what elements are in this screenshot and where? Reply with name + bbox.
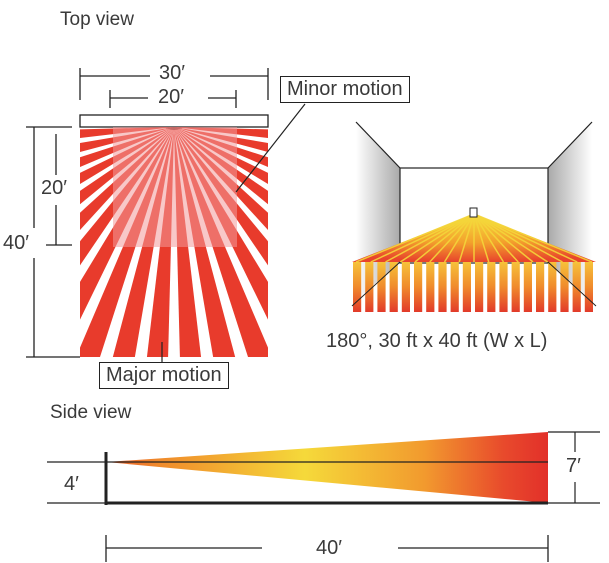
- fan-ray: [399, 213, 475, 263]
- detection-fin: [365, 262, 374, 312]
- fan-ray: [473, 213, 578, 263]
- detection-fin: [353, 262, 362, 312]
- top-width-outer-label: 30′: [159, 62, 185, 84]
- detection-fin: [401, 262, 410, 312]
- detection-fin: [584, 262, 593, 312]
- major-motion-label: Major motion: [99, 362, 229, 389]
- fan-ray: [429, 213, 475, 263]
- side-far-height-label: 7′: [566, 455, 581, 477]
- top-depth-outer-label: 40′: [3, 232, 29, 254]
- side-length-label: 40′: [316, 537, 342, 559]
- detection-fin: [487, 262, 496, 312]
- top-width-inner-label: 20′: [158, 86, 184, 108]
- detection-fin: [548, 262, 557, 312]
- room-view-drawing: [351, 121, 597, 312]
- fan-ray: [414, 213, 475, 263]
- fan-ray: [385, 213, 475, 263]
- fan-ray: [473, 213, 505, 263]
- fan-ray: [473, 213, 593, 263]
- top-depth-inner-label: 20′: [41, 177, 67, 199]
- fan-ray: [473, 213, 519, 263]
- fan-ray: [473, 213, 563, 263]
- side-view-title: Side view: [50, 402, 132, 423]
- fan-ray: [473, 213, 549, 263]
- detection-fin: [511, 262, 520, 312]
- detection-fin: [560, 262, 569, 312]
- detection-ray: [174, 127, 202, 357]
- fan-ray: [473, 213, 490, 263]
- fan-ray: [370, 213, 475, 263]
- top-view-drawing: [26, 68, 306, 362]
- detection-fin: [414, 262, 423, 312]
- detection-fin: [389, 262, 398, 312]
- fan-ray: [473, 213, 534, 263]
- detection-fin: [572, 262, 581, 312]
- detection-fin: [438, 262, 447, 312]
- room-view-caption: 180°, 30 ft x 40 ft (W x L): [326, 330, 548, 352]
- detection-fin: [426, 262, 435, 312]
- minor-motion-label: Minor motion: [280, 76, 410, 103]
- top-view-title: Top view: [60, 9, 134, 30]
- fan-ray: [443, 213, 475, 263]
- detection-fin: [462, 262, 471, 312]
- detection-fin: [475, 262, 484, 312]
- detection-fin: [523, 262, 532, 312]
- side-mount-height-label: 4′: [64, 473, 79, 495]
- detection-fin: [536, 262, 545, 312]
- detection-ray: [174, 127, 268, 320]
- side-view-drawing: [47, 431, 600, 562]
- fan-ray: [458, 213, 475, 263]
- detection-fin: [450, 262, 459, 312]
- detection-fin: [499, 262, 508, 312]
- detection-fin: [377, 262, 386, 312]
- fan-ray: [355, 213, 475, 263]
